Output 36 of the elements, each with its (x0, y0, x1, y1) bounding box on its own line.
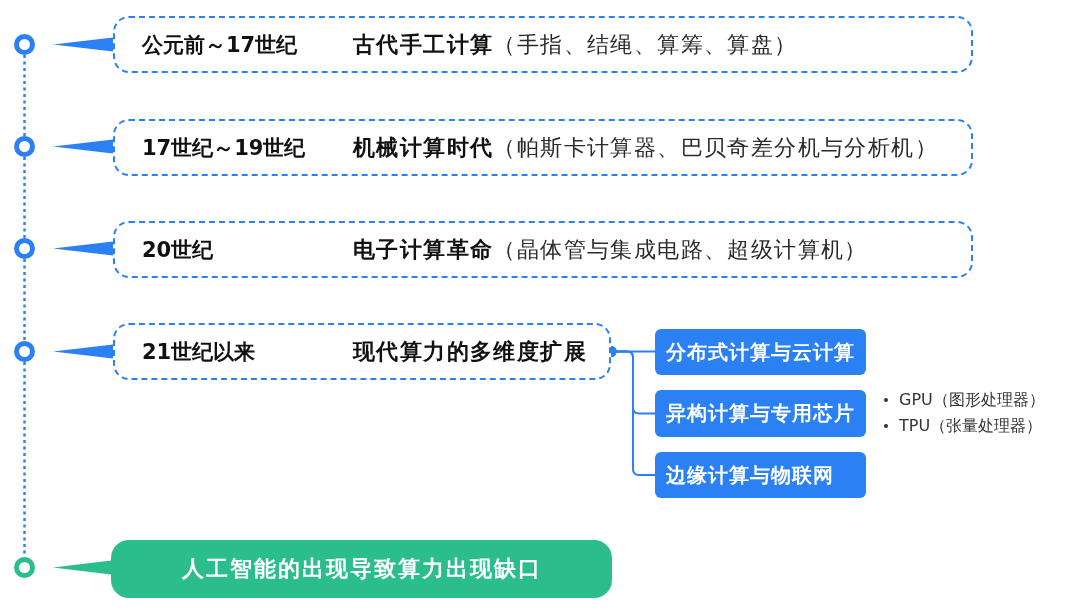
ring-marker-icon (14, 557, 35, 578)
era-card (113, 16, 973, 73)
era-card (113, 119, 973, 176)
era-description: 古代手工计算（手指、结绳、算筹、算盘） (353, 30, 798, 59)
era-card (113, 221, 973, 278)
timeline-connector (23, 55, 26, 136)
period-label: 17世纪～19世纪 (142, 134, 307, 162)
timeline-connector (23, 157, 26, 238)
ring-marker-icon (14, 341, 35, 362)
note-text: TPU（张量处理器） (899, 415, 1043, 437)
period-label: 公元前～17世纪 (142, 31, 299, 59)
timeline-connector (23, 259, 26, 341)
topic-card (655, 390, 866, 437)
pointer-wedge (53, 37, 113, 52)
conclusion-banner (111, 540, 612, 598)
note-text: GPU（图形处理器） (899, 389, 1045, 411)
ring-marker-icon (14, 34, 35, 55)
era-card (113, 323, 611, 380)
topic-card (655, 329, 866, 375)
topic-label: 异构计算与专用芯片 (666, 400, 855, 427)
pointer-wedge (53, 139, 113, 154)
timeline-connector (23, 362, 26, 557)
ring-marker-icon (14, 136, 35, 157)
pointer-wedge (53, 344, 113, 359)
ring-marker-icon (14, 238, 35, 259)
topic-label: 边缘计算与物联网 (666, 461, 834, 489)
era-description: 机械计算时代（帕斯卡计算器、巴贝奇差分机与分析机） (353, 133, 938, 162)
topic-label: 分布式计算与云计算 (666, 338, 855, 366)
era-description: 电子计算革命（晶体管与集成电路、超级计算机） (353, 235, 868, 264)
topic-card (655, 452, 866, 498)
period-label: 21世纪以来 (142, 338, 257, 366)
period-label: 20世纪 (142, 236, 215, 264)
conclusion-text: 人工智能的出现导致算力出现缺口 (181, 555, 542, 583)
pointer-wedge (53, 241, 113, 256)
era-description: 现代算力的多维度扩展 (353, 337, 587, 366)
pointer-wedge (53, 560, 111, 575)
